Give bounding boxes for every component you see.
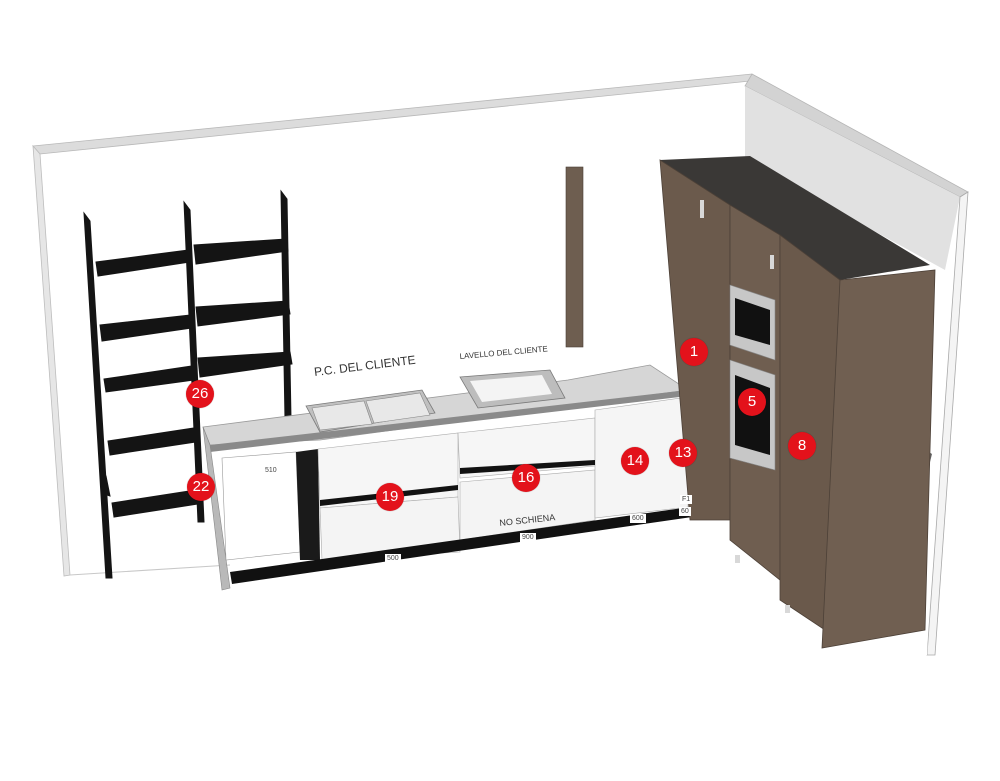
dim-base-left: 500 bbox=[385, 554, 401, 563]
base-cabinets bbox=[202, 364, 692, 591]
marker-16[interactable]: 16 bbox=[512, 464, 540, 492]
dim-base-middle: 900 bbox=[520, 533, 536, 542]
ladder-shelving bbox=[83, 189, 293, 579]
wall-panel bbox=[565, 166, 584, 348]
marker-14[interactable]: 14 bbox=[621, 447, 649, 475]
dim-filler-width: 60 bbox=[679, 507, 691, 516]
marker-19[interactable]: 19 bbox=[376, 483, 404, 511]
marker-26[interactable]: 26 bbox=[186, 380, 214, 408]
marker-22[interactable]: 22 bbox=[187, 473, 215, 501]
tall-units bbox=[659, 156, 936, 649]
back-wall bbox=[32, 73, 762, 577]
marker-8[interactable]: 8 bbox=[788, 432, 816, 460]
dim-dishwasher: 510 bbox=[263, 466, 279, 475]
marker-1[interactable]: 1 bbox=[680, 338, 708, 366]
side-wall bbox=[744, 73, 969, 656]
dim-base-right: 600 bbox=[630, 514, 646, 523]
dim-filler-code: F1 bbox=[680, 495, 693, 504]
marker-13[interactable]: 13 bbox=[669, 439, 697, 467]
marker-5[interactable]: 5 bbox=[738, 388, 766, 416]
